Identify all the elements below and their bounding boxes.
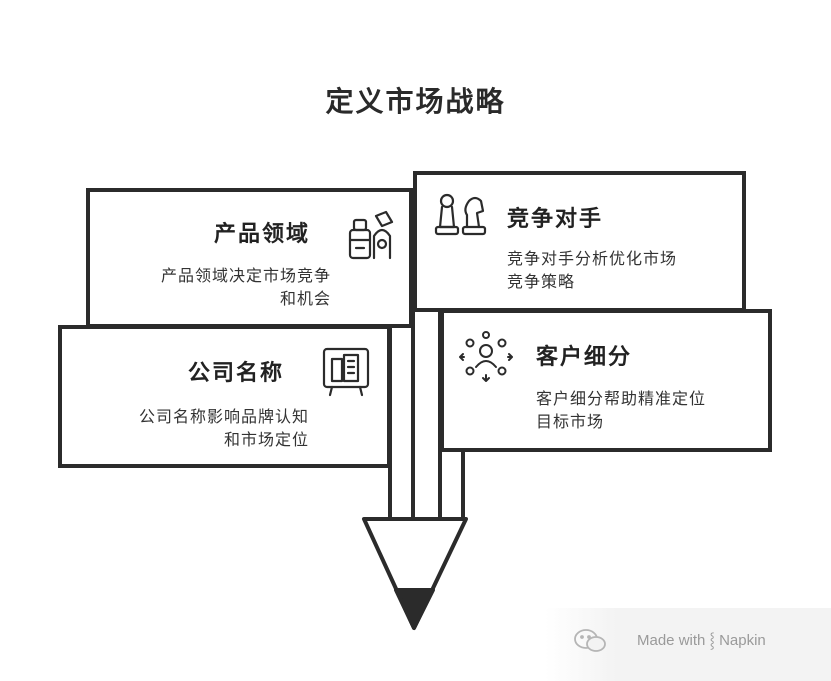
competitors-desc-line1: 竞争对手分析优化市场 [507, 249, 678, 268]
company-name-desc: 公司名称影响品牌认知 和市场定位 [139, 405, 309, 451]
competitors-desc: 竞争对手分析优化市场 竞争策略 [507, 247, 677, 293]
diagram-title: 定义市场战略 [325, 85, 506, 118]
customer-segmentation-desc-line1: 客户细分帮助精准定位 [536, 389, 707, 408]
competitors-desc-line2: 竞争策略 [507, 272, 576, 291]
company-name-card: 公司名称 公司名称影响品牌认知 和市场定位 [58, 325, 391, 468]
watermark-text: Made with ⸾ Napkin [637, 632, 766, 649]
customer-segmentation-desc: 客户细分帮助精准定位 目标市场 [536, 387, 706, 433]
customer-group-icon [458, 329, 514, 385]
product-area-desc-line2: 和机会 [279, 289, 331, 308]
customer-segmentation-title: 客户细分 [536, 345, 633, 370]
competitors-card: 竞争对手 竞争对手分析优化市场 竞争策略 [413, 171, 746, 312]
customer-segmentation-desc-line2: 目标市场 [536, 412, 605, 431]
products-icon [346, 210, 398, 262]
wechat-icon [573, 628, 607, 654]
company-name-desc-line2: 和市场定位 [223, 430, 309, 449]
competitors-title: 竞争对手 [507, 207, 604, 232]
product-area-desc: 产品领域决定市场竞争 和机会 [161, 264, 331, 310]
customer-segmentation-card: 客户细分 客户细分帮助精准定位 目标市场 [440, 309, 772, 452]
brand-board-icon [320, 345, 372, 399]
product-area-title: 产品领域 [214, 222, 311, 247]
product-area-desc-line1: 产品领域决定市场竞争 [160, 266, 331, 285]
company-name-desc-line1: 公司名称影响品牌认知 [138, 407, 309, 426]
chess-pieces-icon [433, 191, 489, 239]
product-area-card: 产品领域 产品领域决定市场竞争 和机会 [86, 188, 413, 328]
company-name-title: 公司名称 [188, 361, 285, 386]
